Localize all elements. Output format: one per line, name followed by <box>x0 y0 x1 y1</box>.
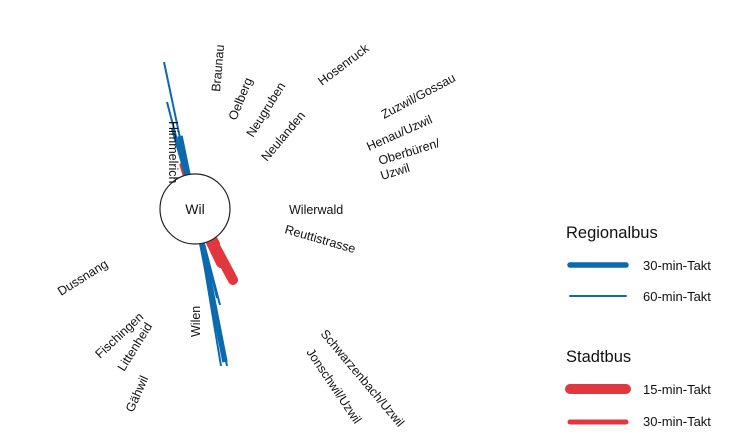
route-labels: HimmelrichBraunauOelbergNeugrubenNeuland… <box>55 41 458 430</box>
route-label-zuzwil-gossau: Zuzwil/Gossau <box>379 71 458 122</box>
legend-heading-regionalbus: Regionalbus <box>566 224 658 242</box>
route-label-dussnang: Dussnang <box>55 257 110 299</box>
legend-heading-stadtbus: Stadtbus <box>566 348 631 366</box>
route-label-wilerwald: Wilerwald <box>289 203 343 217</box>
hub-circle <box>159 173 231 245</box>
legend: Regionalbus 30-min-Takt 60-min-Takt Stad… <box>565 224 711 429</box>
route-label-g-hwil: Gähwil <box>123 374 151 415</box>
route-label-himmelrich: Himmelrich <box>166 121 180 184</box>
route-label-hosenruck: Hosenruck <box>315 41 372 89</box>
legend-label-city-15: 15-min-Takt <box>643 382 711 397</box>
legend-label-city-30: 30-min-Takt <box>643 414 711 429</box>
hub-label: Wil <box>185 201 204 217</box>
route-label-braunau: Braunau <box>209 44 227 92</box>
legend-label-regional-30: 30-min-Takt <box>643 258 711 273</box>
legend-label-regional-60: 60-min-Takt <box>643 289 711 304</box>
route-label-wilen: Wilen <box>189 306 203 337</box>
hub-stop: Wil <box>159 173 231 245</box>
route-label-reuttistrasse: Reuttistrasse <box>283 222 357 256</box>
route-label-oelberg: Oelberg <box>226 76 256 123</box>
